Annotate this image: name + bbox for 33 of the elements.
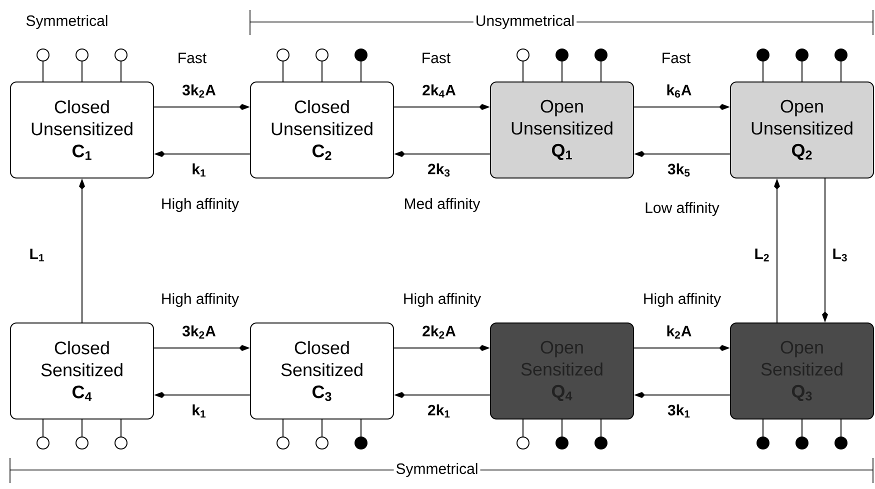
text-label: High affinity	[158, 291, 242, 309]
text-label: Med affinity	[402, 196, 482, 214]
edge-label: k$_{1}$	[190, 403, 208, 419]
text-label: Symmetrical	[24, 13, 110, 31]
edge-label: L$_{1}$	[28, 248, 46, 262]
state-box: Closed Unsensitized C$_{2}$	[250, 82, 394, 178]
edge-label: k$_{6}$A	[665, 83, 693, 99]
edge-label: L$_{2}$	[753, 248, 771, 262]
edge-label: k$_{2}$A	[665, 324, 693, 340]
text-label: Fast	[419, 50, 453, 66]
state-box: Closed Sensitized C$_{4}$	[10, 322, 154, 420]
text-label: High affinity	[158, 196, 242, 214]
state-box: Open Unsensitized Q$_{2}$	[730, 82, 874, 178]
text-label: High affinity	[640, 291, 724, 309]
state-box: Open Unsensitized Q$_{1}$	[490, 82, 634, 178]
edge-label: 2k$_{3}$	[426, 162, 452, 178]
state-box: Closed Sensitized C$_{3}$	[250, 322, 394, 420]
text-label: Fast	[659, 50, 693, 66]
edge-label: 3k$_{2}$A	[181, 83, 217, 99]
text-label: Low affinity	[642, 200, 722, 218]
state-box: Closed Unsensitized C$_{1}$	[10, 82, 154, 178]
edge-label: 3k$_{2}$A	[181, 324, 217, 340]
edge-label: 3k$_{1}$	[666, 403, 692, 419]
edge-label: 2k$_{4}$A	[421, 83, 457, 99]
text-label: High affinity	[400, 291, 484, 309]
edge-label: 2k$_{1}$	[426, 403, 452, 419]
edge-label: L$_{3}$	[831, 248, 849, 262]
edge-label: 3k$_{5}$	[666, 162, 692, 178]
edge-label: 2k$_{2}$A	[421, 324, 457, 340]
text-label: Unsymmetrical	[473, 13, 577, 31]
text-label: Symmetrical	[394, 461, 480, 479]
text-label: Fast	[175, 50, 209, 66]
edge-label: k$_{1}$	[190, 162, 208, 178]
